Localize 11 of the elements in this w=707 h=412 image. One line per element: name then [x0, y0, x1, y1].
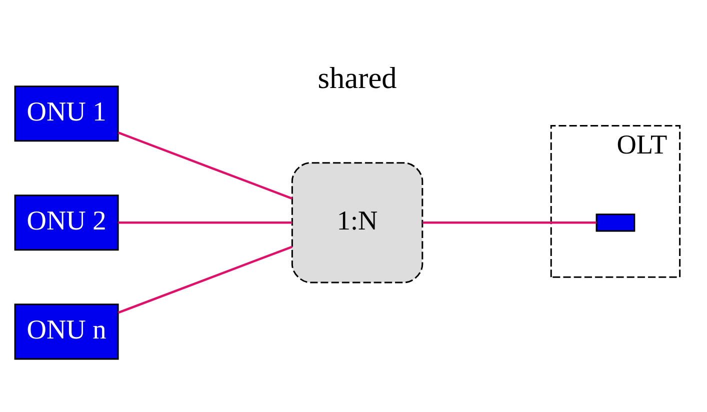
connector	[118, 132, 293, 200]
cluster: OLT	[550, 124, 681, 278]
connector	[118, 222, 292, 224]
connector	[118, 246, 293, 314]
node-box: ONU 1	[14, 86, 119, 142]
node-box: ONU 2	[14, 194, 119, 251]
node-box: ONU n	[14, 304, 119, 360]
label: shared	[318, 60, 397, 95]
connector	[422, 222, 596, 224]
node-box: 1:N	[291, 162, 424, 284]
node-bar	[596, 214, 636, 232]
